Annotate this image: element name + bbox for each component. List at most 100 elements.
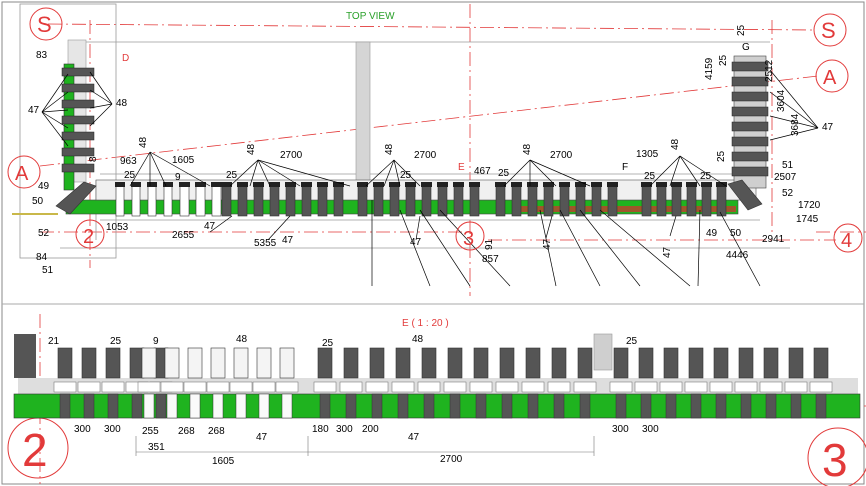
clamp-cap <box>716 182 727 187</box>
detail-bracket <box>469 381 493 393</box>
left-green-column <box>63 63 75 191</box>
detail-clamp-top <box>713 347 729 379</box>
label-857: 857 <box>482 254 499 265</box>
clamp-cap <box>495 182 506 187</box>
marker-4: 4 <box>841 230 852 252</box>
leader-line <box>599 209 691 287</box>
right-block <box>731 61 769 72</box>
clamp <box>405 183 416 217</box>
detail-clamp-bottom <box>212 393 224 419</box>
detail-clamp-top <box>663 347 679 379</box>
detail-25a: 25 <box>110 336 122 347</box>
label-84: 84 <box>36 252 48 263</box>
detail-300c: 300 <box>336 424 353 435</box>
clamp <box>543 183 554 217</box>
clamp-cap <box>179 182 190 187</box>
clamp <box>211 183 222 217</box>
clamp <box>716 183 727 217</box>
detail-bracket <box>137 381 161 393</box>
leader-line <box>41 73 69 113</box>
detail-clamp-bottom <box>740 393 752 419</box>
detail-bracket <box>252 381 276 393</box>
detail-clamp-bottom <box>615 393 627 419</box>
leader-line <box>249 159 259 187</box>
clamp <box>253 183 264 217</box>
label-25i: 25 <box>736 24 747 36</box>
label-5355: 5355 <box>254 238 277 249</box>
detail-clamps <box>53 347 833 419</box>
centre-lines <box>39 4 866 296</box>
detail-clamp-top <box>473 347 489 379</box>
detail-clamp-bottom <box>640 393 652 419</box>
detail-clamp-top <box>105 347 121 379</box>
detail-clamp-top <box>551 347 567 379</box>
detail-bracket <box>734 381 758 393</box>
leader-line <box>769 115 819 129</box>
detail-clamp-bottom <box>815 393 827 419</box>
label-52b: 52 <box>782 188 794 199</box>
clamp-cap <box>285 182 296 187</box>
clamp <box>115 183 125 217</box>
clamp <box>285 183 296 217</box>
leader-line <box>769 91 819 129</box>
detail-clamp-bottom <box>281 393 293 419</box>
label-47: 47 <box>28 105 40 116</box>
clamp <box>237 183 248 217</box>
leader-line <box>89 103 113 127</box>
detail-clamp-top <box>421 347 437 379</box>
detail-bracket <box>313 381 337 393</box>
marker-f: F <box>622 162 628 173</box>
label-1745: 1745 <box>796 214 819 225</box>
clamp <box>575 183 586 217</box>
detail-bracket <box>101 381 125 393</box>
marker-g: G <box>742 42 750 53</box>
marker-a-right: A <box>823 67 837 89</box>
clamp-cap <box>453 182 464 187</box>
left-block <box>61 163 95 173</box>
detail-clamp-top <box>233 347 249 379</box>
detail-bracket <box>609 381 633 393</box>
detail-bracket <box>53 381 77 393</box>
leader-line <box>41 91 69 113</box>
leader-line <box>669 215 677 237</box>
detail-clamp-top <box>763 347 779 379</box>
detail-21: 21 <box>48 336 60 347</box>
leader-line <box>257 159 301 187</box>
detail-left-corner <box>14 334 36 378</box>
right-corner <box>727 179 763 211</box>
right-block <box>731 91 769 102</box>
label-963: 963 <box>120 156 137 167</box>
label-4159: 4159 <box>704 57 715 80</box>
detail-clamp-top <box>688 347 704 379</box>
label-48f: 48 <box>670 138 681 150</box>
leader-line <box>149 151 211 187</box>
detail-255: 255 <box>142 426 159 437</box>
clamp <box>656 183 667 217</box>
detail-clamp-top <box>369 347 385 379</box>
clamp-cap <box>221 182 232 187</box>
detail-bracket <box>659 381 683 393</box>
clamp <box>453 183 464 217</box>
leader-line <box>129 151 151 187</box>
label-25b: 25 <box>226 170 238 181</box>
clamp-cap <box>237 182 248 187</box>
clamp <box>373 183 384 217</box>
label-1305: 1305 <box>636 149 659 160</box>
label-1605: 1605 <box>172 155 195 166</box>
detail-clamp-bottom <box>59 393 71 419</box>
detail-clamp-bottom <box>579 393 591 419</box>
leader-line <box>769 127 819 141</box>
detail-200: 200 <box>362 424 379 435</box>
detail-bracket <box>573 381 597 393</box>
detail-clamp-top <box>81 347 97 379</box>
right-block <box>731 136 769 147</box>
detail-clamp-top <box>577 347 593 379</box>
detail-clamp-top <box>813 347 829 379</box>
detail-48a: 48 <box>236 334 248 345</box>
leader-line <box>529 159 591 187</box>
clamp-cap <box>357 182 368 187</box>
clamp <box>179 183 190 217</box>
clamp-cap <box>656 182 667 187</box>
